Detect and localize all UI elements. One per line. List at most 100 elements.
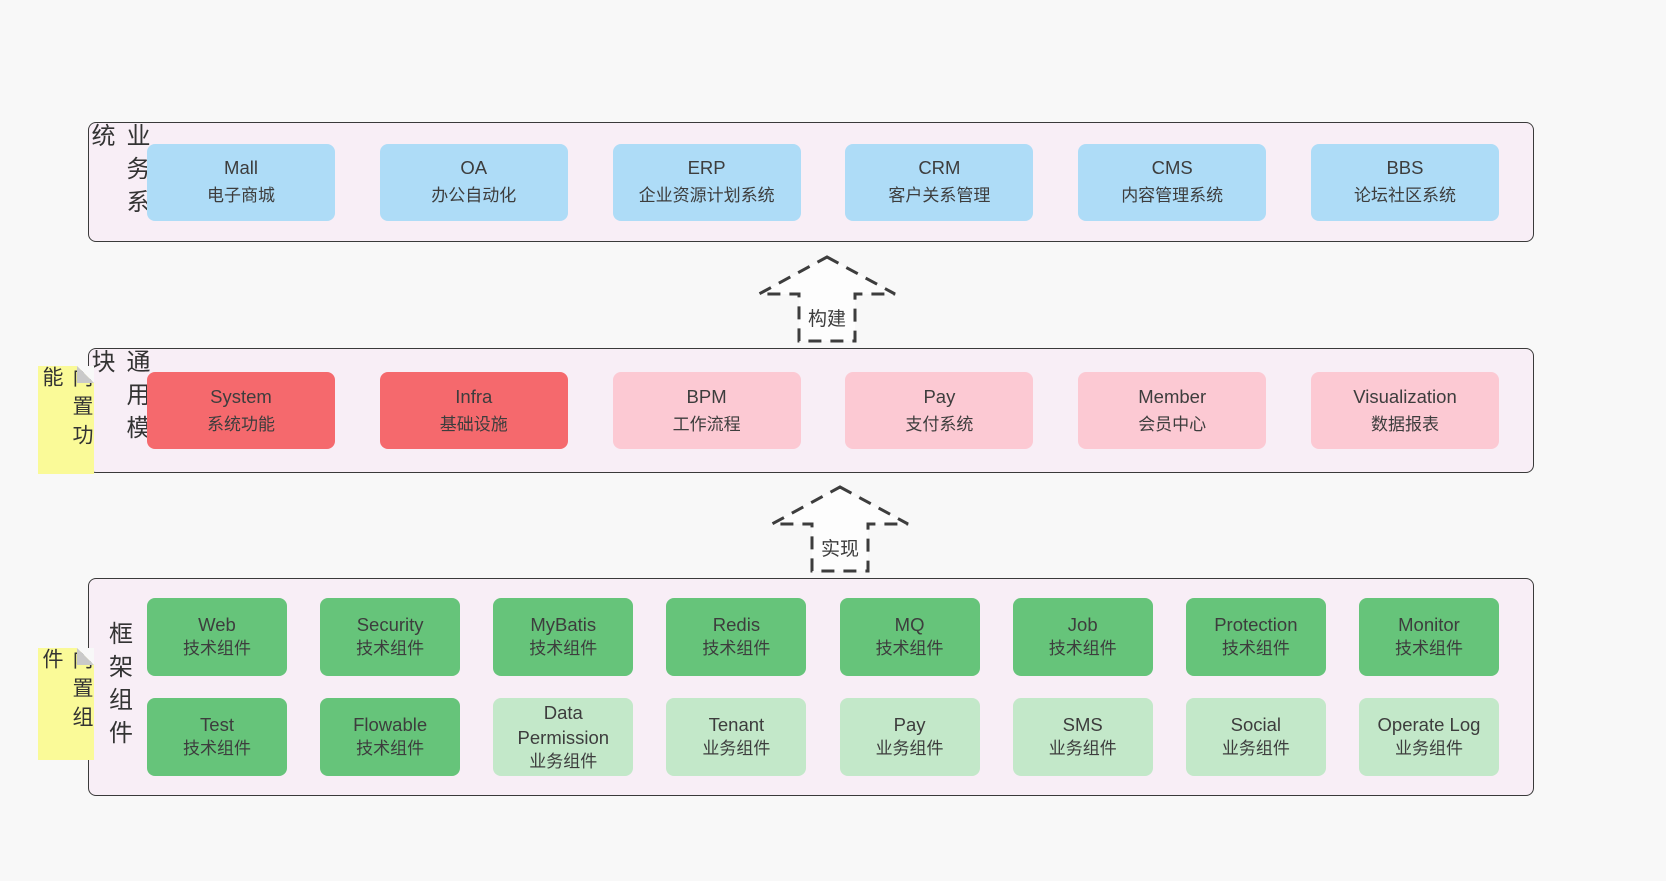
module-title: Mall bbox=[224, 157, 258, 179]
component-box-security: Security 技术组件 bbox=[320, 598, 461, 676]
framework-components-row-2: Test 技术组件 Flowable 技术组件 Data Permission … bbox=[147, 698, 1499, 776]
module-box-bpm: BPM 工作流程 bbox=[612, 372, 801, 449]
module-box-member: Member 会员中心 bbox=[1078, 372, 1267, 449]
component-box-sms: SMS 业务组件 bbox=[1012, 698, 1153, 776]
module-subtitle: 客户关系管理 bbox=[888, 186, 991, 206]
component-box-protection: Protection 技术组件 bbox=[1185, 598, 1326, 676]
panel-label-framework-components: 框架组件 bbox=[104, 621, 132, 753]
component-title: Monitor bbox=[1398, 614, 1460, 636]
module-subtitle: 工作流程 bbox=[672, 414, 741, 434]
module-title: OA bbox=[460, 157, 488, 179]
module-title: Member bbox=[1138, 385, 1207, 407]
component-subtitle: 技术组件 bbox=[1394, 639, 1463, 659]
component-title: Security bbox=[356, 614, 424, 636]
build-arrow: 构建 bbox=[752, 252, 902, 346]
component-subtitle: 技术组件 bbox=[1048, 639, 1117, 659]
dashed-up-arrow-icon bbox=[771, 485, 909, 573]
component-subtitle: 业务组件 bbox=[1221, 739, 1290, 759]
implement-arrow-label: 实现 bbox=[817, 534, 863, 561]
component-subtitle: 技术组件 bbox=[529, 639, 598, 659]
component-subtitle: 技术组件 bbox=[875, 639, 944, 659]
module-subtitle: 基础设施 bbox=[439, 414, 508, 434]
component-box-redis: Redis 技术组件 bbox=[666, 598, 807, 676]
component-subtitle: 业务组件 bbox=[702, 739, 771, 759]
common-modules-row: System 系统功能 Infra 基础设施 BPM 工作流程 Pay 支付系统… bbox=[147, 372, 1499, 449]
module-title: BBS bbox=[1386, 157, 1424, 179]
module-subtitle: 电子商城 bbox=[207, 186, 275, 206]
component-title: SMS bbox=[1062, 714, 1103, 736]
module-title: Pay bbox=[923, 385, 956, 407]
module-title: CRM bbox=[918, 157, 961, 179]
module-box-system: System 系统功能 bbox=[147, 372, 335, 449]
module-title: System bbox=[210, 385, 272, 407]
component-box-social: Social 业务组件 bbox=[1185, 698, 1326, 776]
component-subtitle: 技术组件 bbox=[1221, 639, 1290, 659]
build-arrow-label: 构建 bbox=[804, 304, 850, 331]
module-box-cms: CMS 内容管理系统 bbox=[1078, 143, 1267, 221]
common-modules-panel: 通用模块 System 系统功能 Infra 基础设施 BPM 工作流程 Pay… bbox=[87, 348, 1534, 473]
module-title: CMS bbox=[1151, 157, 1193, 179]
component-title: Test bbox=[200, 714, 234, 736]
panel-label-business-systems: 业务系统 bbox=[87, 123, 149, 222]
module-box-oa: OA 办公自动化 bbox=[379, 143, 568, 221]
module-box-mall: Mall 电子商城 bbox=[147, 143, 335, 221]
component-title: Protection bbox=[1214, 614, 1298, 636]
component-title: Operate Log bbox=[1377, 714, 1481, 736]
module-subtitle: 系统功能 bbox=[207, 414, 275, 434]
component-box-mybatis: MyBatis 技术组件 bbox=[493, 598, 634, 676]
component-title: Tenant bbox=[708, 714, 765, 736]
business-systems-panel: 业务系统 Mall 电子商城 OA 办公自动化 ERP 企业资源计划系统 CRM… bbox=[87, 122, 1534, 242]
component-subtitle: 技术组件 bbox=[183, 739, 251, 759]
component-box-test: Test 技术组件 bbox=[147, 698, 287, 776]
component-title: Job bbox=[1067, 614, 1098, 636]
component-subtitle: 业务组件 bbox=[1394, 739, 1463, 759]
business-systems-row: Mall 电子商城 OA 办公自动化 ERP 企业资源计划系统 CRM 客户关系… bbox=[147, 143, 1499, 221]
component-box-operate-log: Operate Log 业务组件 bbox=[1358, 698, 1499, 776]
module-subtitle: 企业资源计划系统 bbox=[638, 186, 775, 206]
component-box-mq: MQ 技术组件 bbox=[839, 598, 980, 676]
component-box-monitor: Monitor 技术组件 bbox=[1358, 598, 1499, 676]
sticky-note-built-in-features: 内置功能 bbox=[38, 366, 94, 474]
component-subtitle: 业务组件 bbox=[1048, 739, 1117, 759]
dashed-up-arrow-icon bbox=[758, 255, 896, 343]
component-box-job: Job 技术组件 bbox=[1012, 598, 1153, 676]
module-subtitle: 办公自动化 bbox=[431, 186, 517, 206]
module-subtitle: 论坛社区系统 bbox=[1353, 186, 1456, 206]
module-box-infra: Infra 基础设施 bbox=[379, 372, 568, 449]
module-box-crm: CRM 客户关系管理 bbox=[845, 143, 1034, 221]
component-subtitle: 技术组件 bbox=[356, 639, 425, 659]
module-box-visualization: Visualization 数据报表 bbox=[1310, 372, 1499, 449]
component-subtitle: 业务组件 bbox=[529, 751, 598, 771]
module-box-erp: ERP 企业资源计划系统 bbox=[612, 143, 801, 221]
framework-components-row-1: Web 技术组件 Security 技术组件 MyBatis 技术组件 Redi… bbox=[147, 598, 1499, 676]
component-box-data-permission: Data Permission 业务组件 bbox=[493, 698, 634, 776]
component-box-tenant: Tenant 业务组件 bbox=[666, 698, 807, 776]
implement-arrow: 实现 bbox=[765, 482, 915, 576]
module-title: Visualization bbox=[1353, 385, 1457, 407]
component-subtitle: 技术组件 bbox=[702, 639, 771, 659]
component-title: Pay bbox=[893, 714, 926, 736]
component-box-flowable: Flowable 技术组件 bbox=[320, 698, 461, 776]
component-subtitle: 技术组件 bbox=[183, 639, 251, 659]
module-title: ERP bbox=[687, 157, 726, 179]
module-subtitle: 支付系统 bbox=[905, 414, 974, 434]
component-box-web: Web 技术组件 bbox=[147, 598, 287, 676]
module-subtitle: 数据报表 bbox=[1370, 414, 1439, 434]
module-subtitle: 内容管理系统 bbox=[1121, 186, 1224, 206]
component-title: Web bbox=[198, 614, 236, 636]
component-subtitle: 技术组件 bbox=[356, 739, 425, 759]
module-title: BPM bbox=[686, 385, 727, 407]
component-title: Redis bbox=[712, 614, 761, 636]
component-subtitle: 业务组件 bbox=[875, 739, 944, 759]
component-box-pay: Pay 业务组件 bbox=[839, 698, 980, 776]
module-box-bbs: BBS 论坛社区系统 bbox=[1310, 143, 1499, 221]
panel-label-common-modules: 通用模块 bbox=[87, 349, 149, 448]
module-box-pay: Pay 支付系统 bbox=[845, 372, 1034, 449]
module-subtitle: 会员中心 bbox=[1138, 414, 1207, 434]
module-title: Infra bbox=[455, 385, 493, 407]
component-title: MyBatis bbox=[530, 614, 597, 636]
component-title: Social bbox=[1230, 714, 1282, 736]
component-title: MQ bbox=[894, 614, 925, 636]
component-title: Data Permission bbox=[517, 701, 610, 748]
